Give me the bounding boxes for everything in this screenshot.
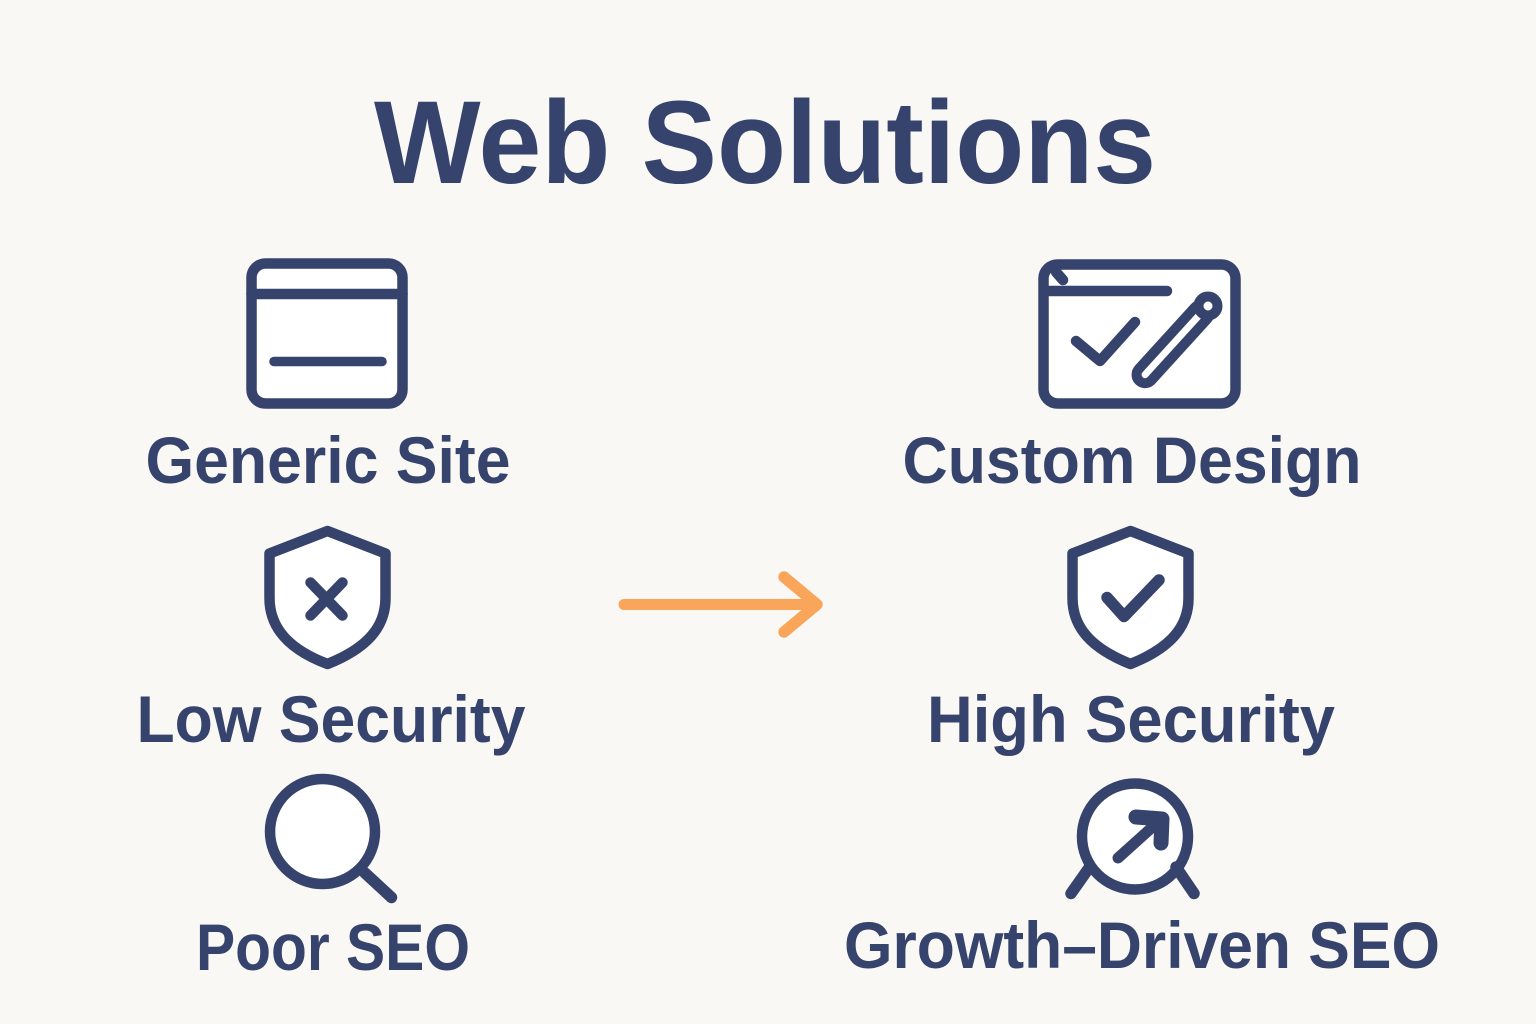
svg-text:High Security: High Security	[927, 682, 1335, 756]
svg-text:Poor SEO: Poor SEO	[196, 910, 470, 984]
svg-text:Custom Design: Custom Design	[903, 423, 1362, 497]
svg-text:Web Solutions: Web Solutions	[374, 77, 1156, 209]
svg-text:Low Security: Low Security	[137, 682, 526, 756]
svg-text:Growth–Driven SEO: Growth–Driven SEO	[844, 908, 1440, 982]
svg-text:Generic Site: Generic Site	[146, 423, 511, 497]
